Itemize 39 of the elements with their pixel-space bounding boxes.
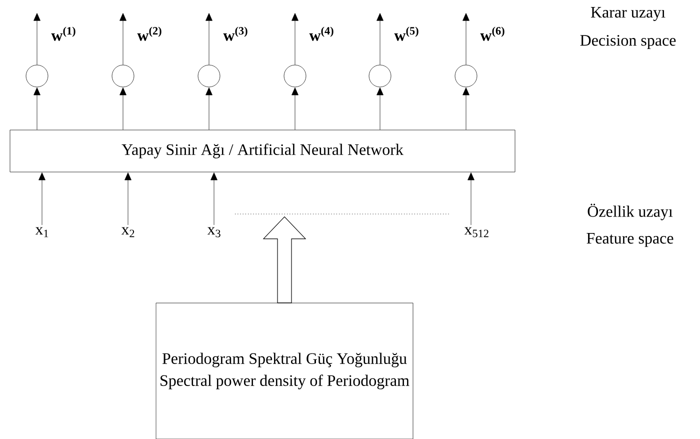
arrow [292,88,298,130]
block-arrow [262,216,306,304]
arrow [120,88,126,130]
neuron-circle [454,64,478,88]
arrow [376,88,384,130]
edge-label: w$^{(6)}$ [480,26,504,41]
arrow [462,13,470,65]
edge-label: w$^{(5)}$ [394,26,418,41]
arrow [34,88,40,130]
neuron-circle [198,64,220,88]
neuron-circle [112,64,134,88]
space-label: Özellik uzayı [588,204,673,220]
space-label: Feature space [586,233,674,247]
arrow [120,13,126,65]
space-label: Decision space [580,35,676,49]
arrow [206,88,212,130]
arrow [210,172,218,226]
neuron-circle [368,64,392,88]
edge-label: w$^{(4)}$ [309,26,334,41]
arrow [206,13,212,65]
arrow [124,172,132,226]
arrow [468,172,474,226]
edge-label: w$^{(3)}$ [223,26,248,41]
input-label: x$_{1}$ [35,227,48,238]
arrow [38,172,46,226]
arrow [292,13,298,65]
neuron-circle [26,64,48,88]
input-label: x$_{512}$ [464,227,488,238]
input-label: x$_{2}$ [121,227,134,238]
space-label: Karar uzayı [590,7,666,21]
edge-label: w$^{(1)}$ [51,26,76,41]
arrow [376,13,384,65]
network-box: Yapay Sinir Ağı / Artificial Neural Network [10,130,516,172]
edge-label: w$^{(2)}$ [137,26,162,41]
input-label: x$_{3}$ [207,227,220,238]
arrow [462,88,470,130]
neuron-circle [284,64,306,88]
arrow [34,13,40,65]
text-box: Periodogram Spektral Güç Yoğunluğu Spectral power density of Periodogram [156,302,414,439]
